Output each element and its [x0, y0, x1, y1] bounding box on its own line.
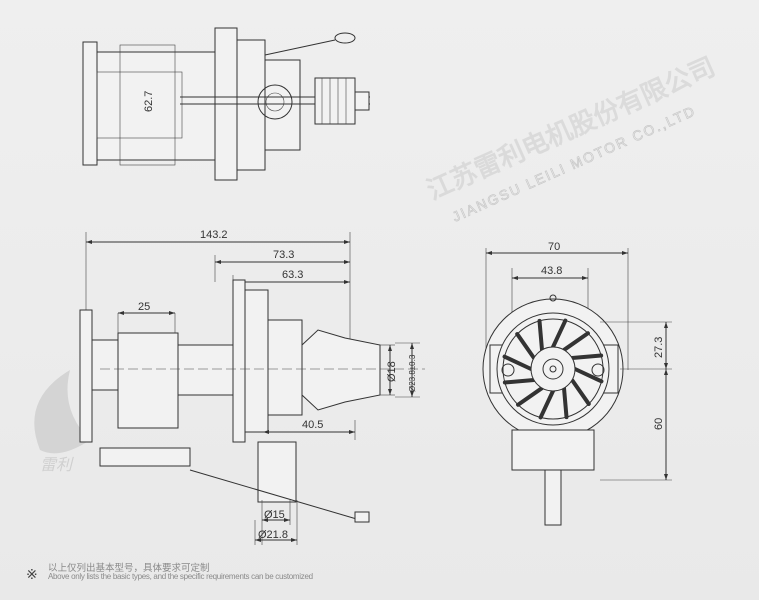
- dim-bottom-dia-b: Ø21.8: [258, 529, 288, 541]
- svg-text:雷利: 雷利: [40, 456, 74, 474]
- dim-length-a: 73.3: [273, 249, 294, 261]
- fan-blade: [516, 386, 544, 407]
- watermark-logo: 雷利: [34, 370, 90, 474]
- fan-blade: [502, 354, 533, 371]
- dim-lower-height: 60: [653, 418, 665, 430]
- dim-front-width: 70: [548, 241, 560, 253]
- dim-center-height: 27.3: [653, 337, 665, 358]
- fan-blade: [570, 378, 591, 406]
- dim-shaft-offset: 40.5: [302, 419, 323, 431]
- fan-blade: [502, 378, 536, 385]
- fan-blade: [562, 331, 590, 352]
- fan-blade: [537, 318, 544, 352]
- reference-mark-icon: ※: [26, 566, 38, 582]
- dim-bottom-dia-a: Ø15: [264, 509, 285, 521]
- footnote-en: Above only lists the basic types, and th…: [48, 572, 313, 581]
- front-view: 70 43.8 27.3 60: [482, 241, 672, 526]
- fan-blade: [573, 367, 604, 384]
- fan-blade: [570, 353, 604, 360]
- dim-hub-dia: Ø23.8±0.3: [408, 354, 417, 392]
- side-view: 143.2 73.3 63.3 25 Ø18 Ø23.8±0.3 40.5 Ø1…: [79, 229, 425, 545]
- dim-total-length: 143.2: [200, 229, 228, 241]
- top-view: 62.7: [82, 27, 370, 181]
- dim-hole-spacing: 43.8: [541, 265, 562, 277]
- fan-blade: [515, 332, 536, 360]
- footnote-cn: 以上仅列出基本型号，具体要求可定制: [48, 563, 210, 574]
- dim-body-width: 25: [138, 301, 150, 313]
- dim-shaft-dia: Ø18: [386, 361, 398, 382]
- fan-blade: [551, 318, 568, 349]
- fan-blade: [538, 389, 555, 420]
- dim-length-b: 63.3: [282, 269, 303, 281]
- watermark-company-cn: 江苏雷利电机股份有限公司: [422, 51, 719, 205]
- dim-top-height: 62.7: [143, 91, 155, 112]
- fan-blade: [562, 386, 569, 420]
